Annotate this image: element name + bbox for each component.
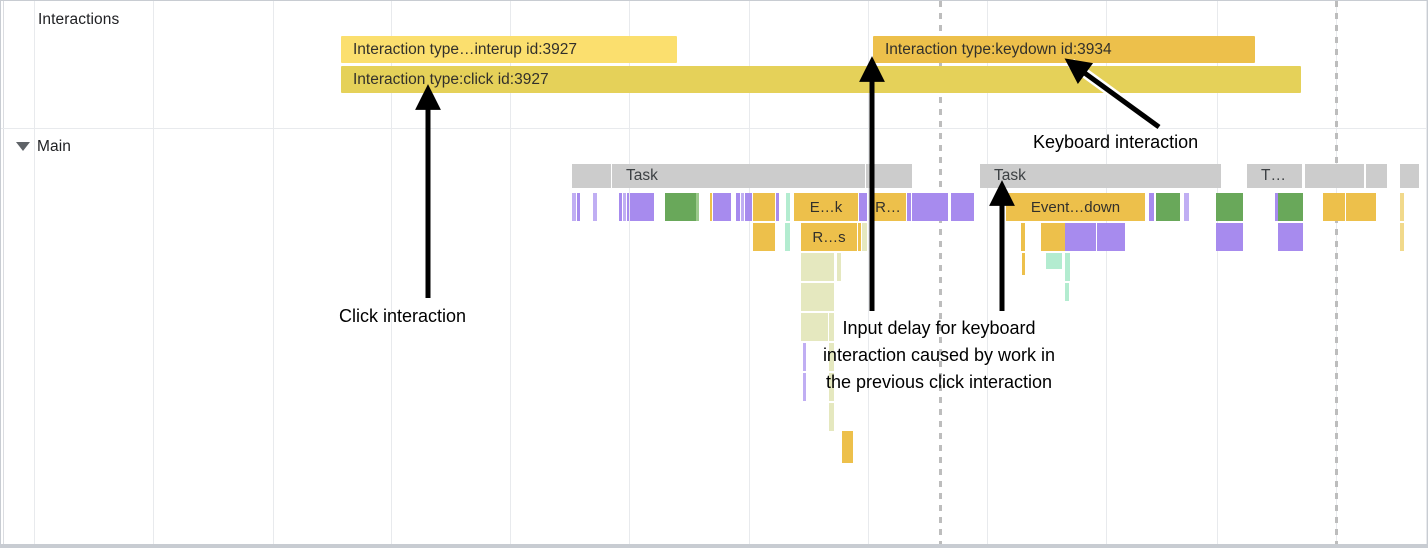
flame-block[interactable] — [627, 193, 629, 221]
flame-block[interactable] — [829, 403, 834, 431]
flame-block[interactable] — [1400, 193, 1404, 221]
flame-block[interactable] — [1046, 253, 1062, 269]
annotation-line: interaction caused by work in — [822, 345, 1056, 365]
flame-block[interactable] — [577, 193, 580, 221]
gridline-vertical — [1106, 1, 1107, 547]
gridline-vertical — [987, 1, 988, 547]
flame-block[interactable] — [741, 193, 744, 221]
flame-block[interactable] — [1065, 283, 1069, 301]
annotation-line: Input delay for keyboard — [842, 318, 1036, 338]
flame-block[interactable] — [665, 193, 696, 221]
flame-block[interactable] — [745, 193, 752, 221]
flame-block[interactable] — [842, 431, 853, 463]
event-block[interactable]: R… — [870, 193, 906, 221]
track-header-interactions[interactable]: Interactions — [38, 11, 120, 28]
flame-block[interactable] — [859, 193, 867, 221]
gridline-vertical — [749, 1, 750, 547]
flame-block[interactable] — [1065, 223, 1096, 251]
task-bar[interactable]: Task — [980, 164, 1221, 188]
flame-block[interactable] — [1216, 223, 1243, 251]
flame-block[interactable] — [801, 253, 834, 281]
flame-block[interactable] — [1346, 193, 1376, 221]
task-bar[interactable] — [1305, 164, 1319, 188]
flame-block[interactable] — [593, 193, 597, 221]
gridline-vertical — [34, 1, 35, 547]
flame-block[interactable] — [801, 283, 834, 311]
task-bar[interactable] — [572, 164, 611, 188]
task-bar[interactable] — [1405, 164, 1419, 188]
gridline-vertical — [1217, 1, 1218, 547]
flame-block[interactable] — [829, 373, 834, 401]
flame-block[interactable] — [1278, 223, 1303, 251]
flame-block[interactable] — [858, 223, 861, 251]
flame-block[interactable] — [572, 193, 576, 221]
annotation-keyboard-interaction: Keyboard interaction — [1033, 132, 1199, 152]
flame-block[interactable] — [1065, 253, 1070, 281]
flame-block[interactable] — [1156, 193, 1180, 221]
timeline-marker-dashed — [1335, 1, 1338, 547]
flame-block[interactable] — [753, 223, 775, 251]
flame-block[interactable] — [1278, 193, 1303, 221]
interaction-bar-pointerup[interactable]: Interaction type…interup id:3927 — [341, 36, 677, 63]
flame-block[interactable] — [619, 193, 622, 221]
flame-block[interactable] — [710, 193, 712, 221]
flame-block[interactable] — [907, 193, 911, 221]
flame-block[interactable] — [862, 223, 867, 251]
arrow-keyboard-interaction — [1064, 58, 1161, 130]
interaction-bar-keydown[interactable]: Interaction type:keydown id:3934 — [873, 36, 1255, 63]
flame-block[interactable] — [785, 223, 790, 251]
flame-block[interactable] — [1097, 223, 1125, 251]
event-block[interactable]: R…s — [801, 223, 857, 251]
flame-block[interactable] — [713, 193, 731, 221]
gridline-vertical — [510, 1, 511, 547]
annotation-input-delay: Input delay for keyboard interaction caus… — [781, 315, 1097, 396]
annotation-line: the previous click interaction — [825, 372, 1053, 392]
track-header-main[interactable]: Main — [37, 138, 71, 155]
triangle-down-icon[interactable] — [16, 142, 30, 151]
flame-block[interactable] — [696, 193, 699, 221]
flame-block[interactable] — [736, 193, 740, 221]
flame-block[interactable] — [1275, 193, 1278, 221]
flame-block[interactable] — [1041, 223, 1065, 251]
timeline-marker-dashed — [939, 1, 942, 547]
flame-block[interactable] — [803, 373, 806, 401]
gridline-vertical — [3, 1, 4, 547]
flame-block[interactable] — [951, 193, 974, 221]
flame-block[interactable] — [753, 193, 775, 221]
flame-block[interactable] — [1021, 223, 1025, 251]
annotation-click-interaction: Click interaction — [339, 306, 467, 326]
flame-block[interactable] — [630, 193, 654, 221]
gridline-vertical — [273, 1, 274, 547]
task-bar[interactable] — [1319, 164, 1364, 188]
flame-block[interactable] — [1022, 253, 1025, 275]
flame-block[interactable] — [1149, 193, 1154, 221]
flame-block[interactable] — [1184, 193, 1189, 221]
event-block[interactable]: E…k — [794, 193, 858, 221]
flame-block[interactable] — [1323, 193, 1345, 221]
flame-block[interactable] — [1216, 193, 1243, 221]
flame-block[interactable] — [801, 313, 828, 341]
gridline-vertical — [868, 1, 869, 547]
interaction-bar-click[interactable]: Interaction type:click id:3927 — [341, 66, 1301, 93]
gridline-vertical — [629, 1, 630, 547]
flame-block[interactable] — [829, 343, 834, 371]
gridline-vertical — [153, 1, 154, 547]
task-bar[interactable]: T… — [1247, 164, 1302, 188]
task-bar[interactable]: Task — [612, 164, 865, 188]
gridline-vertical — [391, 1, 392, 547]
flame-block[interactable] — [1400, 223, 1404, 251]
flame-block[interactable] — [623, 193, 626, 221]
panel-bottom-rule — [1, 544, 1427, 547]
event-block[interactable]: Event…down — [1006, 193, 1145, 221]
task-bar[interactable] — [1373, 164, 1387, 188]
flame-block[interactable] — [776, 193, 779, 221]
flame-block[interactable] — [912, 193, 948, 221]
gridline-vertical — [1426, 1, 1427, 547]
track-divider-interactions — [1, 128, 1427, 129]
flame-block[interactable] — [786, 193, 790, 221]
flame-block[interactable] — [829, 313, 834, 341]
flame-block[interactable] — [837, 253, 841, 281]
flame-block[interactable] — [803, 343, 806, 371]
